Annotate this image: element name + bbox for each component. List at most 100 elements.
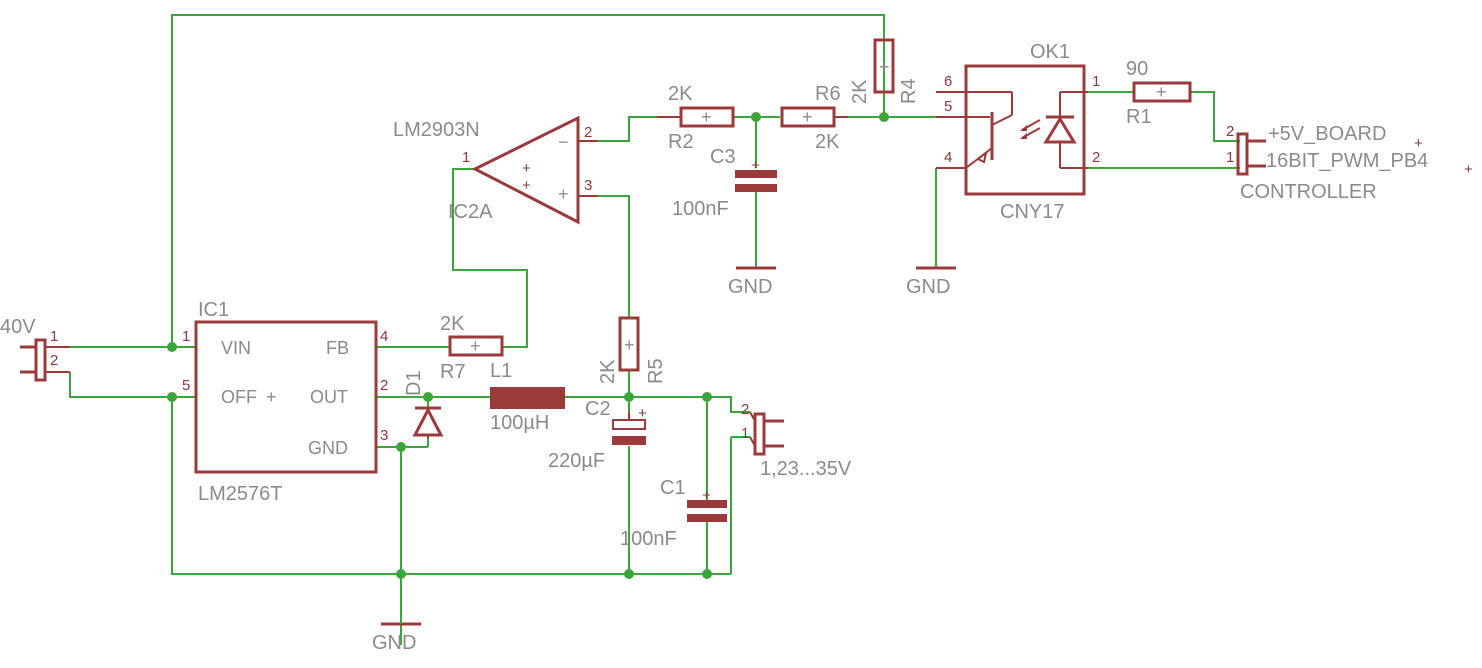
ic2a-value: LM2903N xyxy=(393,119,480,141)
ic1-pin-gnd: GND xyxy=(308,438,348,458)
output-pin-1: 1 xyxy=(741,425,749,442)
controller-pin-2: 2 xyxy=(1226,123,1234,140)
gnd-c3-label: GND xyxy=(728,276,772,298)
ok1-value: CNY17 xyxy=(1000,201,1064,223)
r4-mark: + xyxy=(879,57,890,77)
controller-pwm-mark: + xyxy=(1464,161,1473,178)
ic1-pin-out: OUT xyxy=(310,387,348,407)
r1-mark: + xyxy=(1156,82,1167,102)
ic1-off-mark: + xyxy=(266,387,277,407)
ic1-pinnum-off: 5 xyxy=(182,377,190,394)
ok1-led-icon xyxy=(1043,91,1084,169)
ic2a-inner-noninv: + xyxy=(522,177,531,194)
controller-signal-5v: +5V_BOARD xyxy=(1268,123,1386,145)
gnd-ok1: GND xyxy=(906,266,956,298)
r7-mark: + xyxy=(470,336,481,356)
ic1-regulator[interactable]: IC1 LM2576T VIN OFF + FB OUT GND 1 5 4 2… xyxy=(182,299,388,505)
resistor-r6[interactable]: + R6 2K xyxy=(780,83,848,153)
capacitor-c1[interactable]: + C1 100nF xyxy=(620,477,727,550)
r2-value: 2K xyxy=(668,83,693,105)
power-input-pin-1: 1 xyxy=(50,328,58,345)
ic1-pinnum-gnd: 3 xyxy=(380,427,388,444)
ic2a-name: IC2A xyxy=(448,201,493,223)
gnd-ok1-label: GND xyxy=(906,276,950,298)
ic1-pin-off: OFF xyxy=(221,387,257,407)
ic2a-pin-inv: 2 xyxy=(584,124,592,141)
r6-mark: + xyxy=(802,107,813,127)
c2-plus-mark: + xyxy=(638,405,647,422)
controller-name: CONTROLLER xyxy=(1240,181,1377,203)
ic1-pin-fb: FB xyxy=(326,338,349,358)
ok1-name: OK1 xyxy=(1030,41,1070,63)
ic1-pinnum-vin: 1 xyxy=(182,328,190,345)
ic2a-comparator[interactable]: LM2903N IC2A − + + + 1 2 3 xyxy=(393,115,598,225)
optocoupler-ok1[interactable]: OK1 CNY17 6 5 4 1 2 xyxy=(936,41,1100,223)
r4-name: R4 xyxy=(898,78,920,104)
ok1-pin-5: 5 xyxy=(944,98,952,115)
junctions xyxy=(167,112,889,579)
output-connector[interactable]: 2 1 1,23...35V xyxy=(741,401,852,480)
power-input-connector[interactable]: 40V 1 2 xyxy=(0,316,70,382)
ok1-phototransistor-icon xyxy=(965,91,1013,169)
c3-name: C3 xyxy=(710,146,736,168)
l1-name: L1 xyxy=(490,360,512,382)
r2-name: R2 xyxy=(668,131,694,153)
controller-pin-1: 1 xyxy=(1226,149,1234,166)
r5-value: 2K xyxy=(597,359,619,384)
r7-name: R7 xyxy=(440,361,466,383)
ok1-pin-2: 2 xyxy=(1092,149,1100,166)
d1-name: D1 xyxy=(403,370,425,396)
resistor-r4[interactable]: + 2K R4 xyxy=(849,38,920,104)
resistor-r5[interactable]: + 2K R5 xyxy=(597,316,667,384)
resistor-r2[interactable]: + 2K R2 xyxy=(657,83,735,153)
resistor-r1[interactable]: + 90 R1 xyxy=(1126,58,1192,128)
r5-mark: + xyxy=(624,335,635,355)
gnd-c3: GND xyxy=(728,266,776,298)
r1-value: 90 xyxy=(1126,58,1148,80)
ok1-light-arrows-icon xyxy=(1020,119,1041,139)
r5-name: R5 xyxy=(645,358,667,384)
capacitor-c3[interactable]: + C3 100nF xyxy=(672,146,777,220)
c3-value: 100nF xyxy=(672,198,729,220)
c1-mark: + xyxy=(702,487,711,504)
power-input-label: 40V xyxy=(0,316,36,338)
controller-5v-mark: + xyxy=(1414,135,1423,152)
ic1-value: LM2576T xyxy=(198,483,283,505)
output-voltage-label: 1,23...35V xyxy=(760,458,852,480)
ic2a-sign-inv: − xyxy=(558,132,569,152)
controller-signal-pwm: 16BIT_PWM_PB4 xyxy=(1266,150,1428,172)
r1-name: R1 xyxy=(1126,106,1152,128)
gnd-main-label: GND xyxy=(372,632,416,654)
r7-value: 2K xyxy=(440,313,465,335)
l1-value: 100µH xyxy=(490,412,549,434)
diode-d1[interactable]: D1 xyxy=(403,370,444,438)
controller-connector[interactable]: 2 1 +5V_BOARD 16BIT_PWM_PB4 + + CONTROLL… xyxy=(1226,123,1473,203)
r2-mark: + xyxy=(701,107,712,127)
ic2a-pin-noninv: 3 xyxy=(584,177,592,194)
gnd-main: GND xyxy=(372,574,421,654)
r6-name: R6 xyxy=(815,83,841,105)
wires xyxy=(69,14,1240,645)
ic1-name: IC1 xyxy=(198,299,229,321)
ok1-pin-1: 1 xyxy=(1092,73,1100,90)
resistor-r7[interactable]: + 2K R7 xyxy=(440,313,504,383)
c2-value: 220µF xyxy=(548,450,605,472)
ic2a-sign-noninv: + xyxy=(558,184,569,204)
inductor-l1[interactable]: L1 100µH xyxy=(490,360,565,434)
capacitor-c2[interactable]: + C2 220µF xyxy=(548,398,647,472)
c3-mark: + xyxy=(751,157,760,174)
power-input-pin-2: 2 xyxy=(50,352,58,369)
ok1-pin-4: 4 xyxy=(944,149,952,166)
r6-value: 2K xyxy=(815,131,840,153)
r4-value: 2K xyxy=(849,79,871,104)
ic1-pinnum-out: 2 xyxy=(380,377,388,394)
ic2a-pin-out: 1 xyxy=(462,149,470,166)
c1-value: 100nF xyxy=(620,528,677,550)
ic2a-inner-inv: + xyxy=(522,160,531,177)
ic1-pin-vin: VIN xyxy=(221,338,251,358)
c1-name: C1 xyxy=(660,477,686,499)
ic1-pinnum-fb: 4 xyxy=(380,328,388,345)
c2-name: C2 xyxy=(585,398,611,420)
ok1-pin-6: 6 xyxy=(944,73,952,90)
